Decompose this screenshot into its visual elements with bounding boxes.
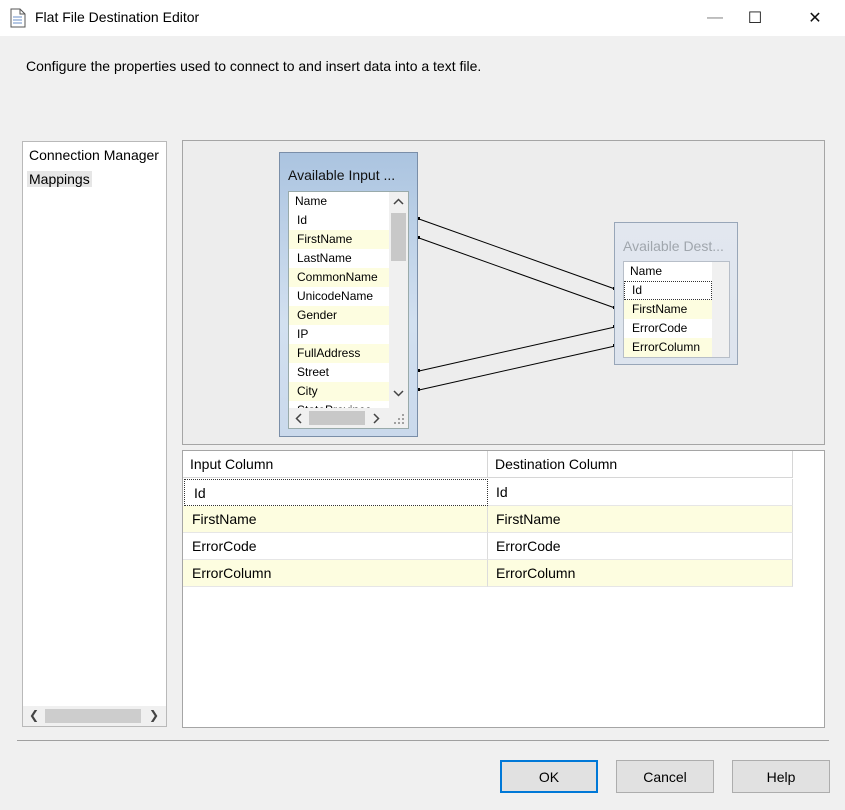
list-item[interactable]: LastName <box>297 251 352 265</box>
nav-item-mappings[interactable]: Mappings <box>27 171 92 187</box>
mapping-line <box>418 345 616 391</box>
grid-cell-destination[interactable]: Id <box>488 479 793 506</box>
line-endpoint <box>417 217 420 220</box>
scroll-down-icon[interactable] <box>393 390 404 397</box>
mapping-line <box>418 237 616 309</box>
close-button[interactable]: ✕ <box>786 0 844 36</box>
nav-horizontal-scrollbar[interactable]: ❮ ❯ <box>23 706 166 726</box>
mapping-grid[interactable]: Input Column Destination Column Id Id Fi… <box>182 450 825 728</box>
input-horizontal-scrollbar[interactable] <box>289 408 408 428</box>
grid-cell-input[interactable]: ErrorColumn <box>183 560 488 587</box>
scroll-right-icon[interactable] <box>373 413 380 424</box>
list-item[interactable]: StateProvince <box>289 401 389 409</box>
grid-cell-destination[interactable]: FirstName <box>488 506 793 533</box>
grid-cell-destination[interactable]: ErrorColumn <box>488 560 793 587</box>
scroll-up-icon[interactable] <box>393 198 404 205</box>
list-item[interactable]: ErrorCode <box>632 321 688 335</box>
input-box-title: Available Input ... <box>288 167 396 183</box>
list-item[interactable]: FirstName <box>289 230 389 249</box>
mapping-line <box>418 218 616 290</box>
list-item[interactable]: Gender <box>289 306 389 325</box>
resize-grip-icon[interactable] <box>393 413 405 425</box>
list-item[interactable]: City <box>289 382 389 401</box>
line-endpoint <box>417 388 420 391</box>
list-item[interactable]: Id <box>297 213 308 227</box>
list-item[interactable]: FullAddress <box>289 344 389 363</box>
line-endpoint <box>417 369 420 372</box>
input-vertical-scrollbar[interactable] <box>389 192 408 408</box>
window-title: Flat File Destination Editor <box>35 9 200 25</box>
list-item[interactable]: Id <box>624 281 712 300</box>
minimize-button[interactable]: — <box>686 0 744 36</box>
scroll-left-icon[interactable]: ❮ <box>29 708 40 722</box>
maximize-button[interactable]: ☐ <box>726 0 784 36</box>
grid-header-input-column[interactable]: Input Column <box>183 451 488 478</box>
available-destination-columns-box[interactable]: Available Dest... Name Id FirstName Erro… <box>614 222 738 365</box>
maximize-icon: ☐ <box>747 10 763 27</box>
cancel-button[interactable]: Cancel <box>616 760 714 793</box>
scroll-thumb[interactable] <box>391 213 406 261</box>
footer-separator <box>17 740 829 741</box>
grid-cell-destination[interactable]: ErrorCode <box>488 533 793 560</box>
mapping-line <box>418 326 616 372</box>
page-description: Configure the properties used to connect… <box>26 58 482 74</box>
ok-button[interactable]: OK <box>500 760 598 793</box>
nav-panel: Connection Manager Mappings ❮ ❯ <box>22 141 167 727</box>
scroll-thumb[interactable] <box>309 411 365 425</box>
list-item[interactable]: ErrorColumn <box>624 338 712 357</box>
list-item[interactable]: CommonName <box>289 268 389 287</box>
scroll-right-icon[interactable]: ❯ <box>149 708 160 722</box>
grid-header-destination-column[interactable]: Destination Column <box>488 451 793 478</box>
scroll-thumb[interactable] <box>45 709 141 723</box>
list-item[interactable]: IP <box>297 327 309 341</box>
title-bar <box>0 0 845 36</box>
column-header: Name <box>295 194 328 208</box>
dest-vertical-scrollbar[interactable] <box>712 262 729 357</box>
input-column-list[interactable]: Name Id FirstName LastName CommonName Un… <box>288 191 409 429</box>
grid-cell-input[interactable]: FirstName <box>183 506 488 533</box>
document-icon <box>10 8 26 28</box>
scroll-left-icon[interactable] <box>295 413 302 424</box>
list-item[interactable]: UnicodeName <box>297 289 374 303</box>
line-endpoint <box>417 236 420 239</box>
close-icon: ✕ <box>808 10 822 27</box>
nav-item-connection-manager[interactable]: Connection Manager <box>29 147 159 163</box>
destination-column-list[interactable]: Name Id FirstName ErrorCode ErrorColumn <box>623 261 730 358</box>
grid-cell-input[interactable]: ErrorCode <box>183 533 488 560</box>
grid-cell-input[interactable]: Id <box>184 479 488 506</box>
minimize-icon: — <box>707 9 723 26</box>
list-item[interactable]: Street <box>297 365 330 379</box>
help-button[interactable]: Help <box>732 760 830 793</box>
column-header: Name <box>630 264 663 278</box>
available-input-columns-box[interactable]: Available Input ... Name Id FirstName La… <box>279 152 418 437</box>
dest-box-title: Available Dest... <box>623 238 724 254</box>
list-item[interactable]: FirstName <box>624 300 712 319</box>
